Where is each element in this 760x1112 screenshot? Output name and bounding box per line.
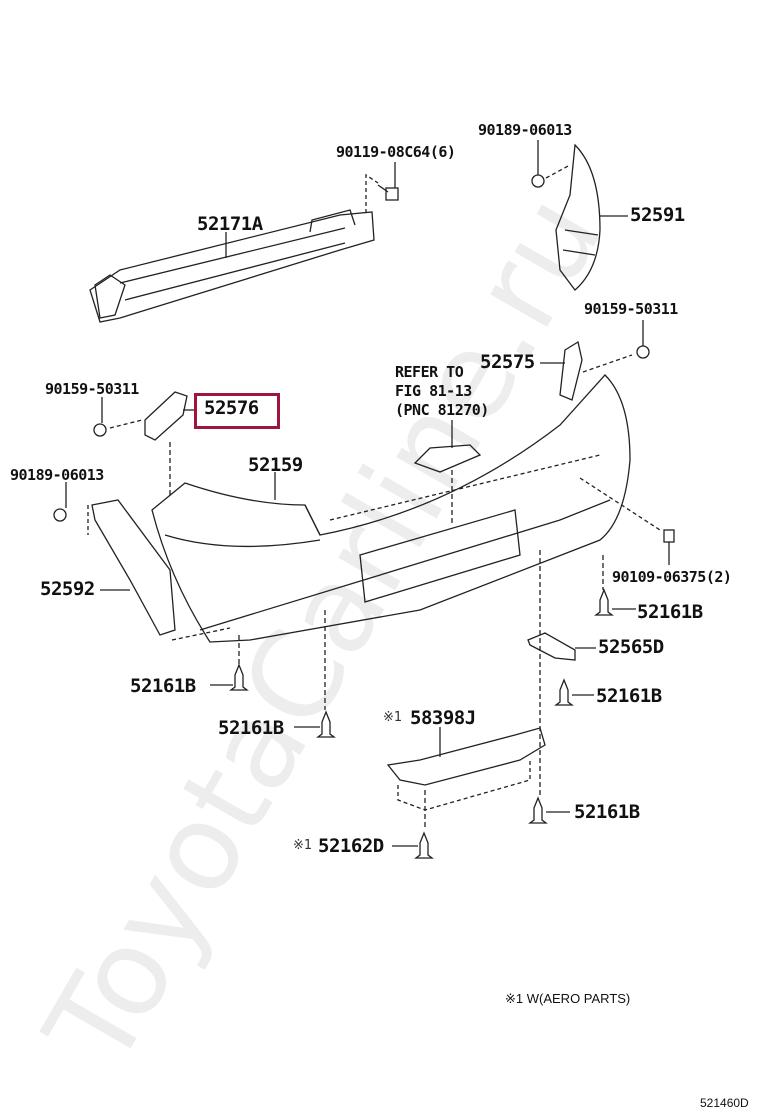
part-label[interactable]: 52161B [574,801,640,823]
part-label[interactable]: 52591 [630,204,685,226]
highlight-box [194,393,280,429]
part-label-highlighted[interactable]: 52576 [204,397,259,419]
part-label[interactable]: 58398J [410,707,476,729]
part-label[interactable]: 52171A [197,213,263,235]
part-label[interactable]: 90159-50311 [584,300,678,318]
retainer-right-part [531,140,628,291]
part-label[interactable]: 90119-08C64(6) [336,143,456,161]
part-label[interactable]: 90189-06013 [10,466,104,484]
bracket-right-part [540,320,650,401]
bracket-left-part [93,391,194,495]
part-label[interactable]: 52161B [596,685,662,707]
part-label[interactable]: 52159 [248,454,303,476]
part-label[interactable]: 52565D [598,636,664,658]
spoiler-part [386,727,546,811]
note-mark: ※1 [293,838,313,853]
bolt-right-icon [579,477,675,565]
footnote: ※1 W(AERO PARTS) [505,991,631,1006]
part-label[interactable]: 52162D [318,835,384,857]
clip-icons [210,550,636,859]
part-label[interactable]: 90109-06375(2) [612,568,732,586]
license-lamp-part [413,420,482,525]
part-label[interactable]: 52161B [218,717,284,739]
note-mark: ※1 [383,710,403,725]
part-label[interactable]: 52161B [130,675,196,697]
reinforcement-part [89,209,375,323]
reference-text[interactable]: (PNC 81270) [395,401,489,419]
bolt-icon [365,162,399,213]
part-label[interactable]: 52161B [637,601,703,623]
part-label[interactable]: 52575 [480,351,535,373]
part-label[interactable]: 90159-50311 [45,380,139,398]
reference-text: REFER TO [395,363,464,381]
reference-text: FIG 81-13 [395,382,472,400]
bumper-cover-part [151,374,631,643]
bracket-lower-part [527,632,596,661]
figure-code: 521460D [700,1096,749,1110]
retainer-left-part [53,482,231,641]
part-label[interactable]: 52592 [40,578,95,600]
part-label[interactable]: 90189-06013 [478,121,572,139]
